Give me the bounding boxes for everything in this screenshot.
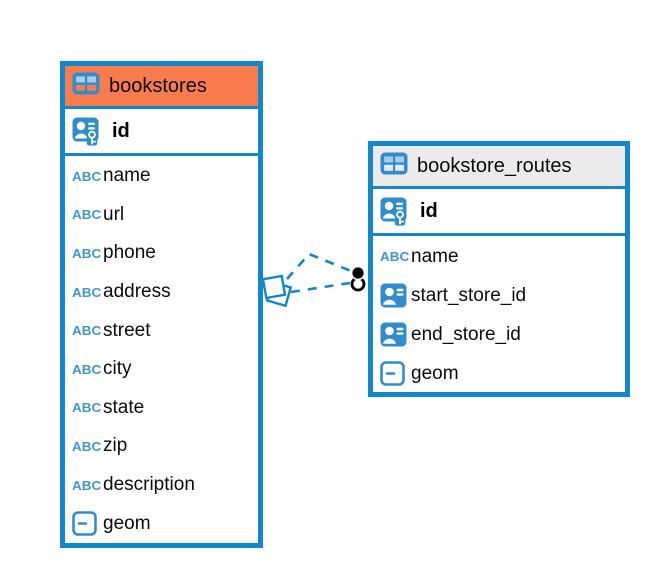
text-column-icon: ABC: [72, 400, 102, 415]
table-icon: [72, 72, 100, 100]
column-row-pk[interactable]: id: [65, 109, 258, 156]
geometry-column-icon: [72, 511, 103, 536]
text-column-icon: ABC: [72, 439, 102, 454]
column-row[interactable]: ABC state: [65, 389, 258, 428]
column-row[interactable]: geom: [65, 504, 258, 543]
primary-key-column-icon: [380, 197, 411, 226]
text-column-icon: ABC: [72, 246, 102, 261]
column-name: geom: [411, 362, 459, 384]
column-name: state: [103, 396, 145, 418]
column-name: phone: [103, 242, 156, 264]
column-name: end_store_id: [411, 323, 521, 345]
column-name: id: [420, 199, 438, 222]
column-row[interactable]: end_store_id: [373, 315, 625, 354]
column-row[interactable]: ABC name: [373, 237, 625, 276]
column-list: ABC name start_store_id: [373, 236, 625, 393]
column-name: address: [103, 281, 171, 303]
text-column-icon: ABC: [380, 249, 410, 264]
column-row[interactable]: ABC description: [65, 466, 258, 505]
table-title: bookstore_routes: [417, 154, 572, 177]
text-column-icon: ABC: [72, 323, 102, 338]
table-bookstore-routes[interactable]: bookstore_routes id ABC: [368, 141, 630, 397]
reference-column-icon: [380, 322, 411, 347]
column-row[interactable]: ABC city: [65, 350, 258, 389]
column-row[interactable]: ABC zip: [65, 427, 258, 466]
column-row[interactable]: start_store_id: [373, 276, 625, 315]
column-name: id: [112, 119, 130, 142]
column-list: ABC name ABC url ABC phone ABC address A…: [65, 156, 258, 543]
table-icon: [380, 152, 408, 180]
column-name: name: [103, 165, 151, 187]
text-column-icon: ABC: [72, 207, 102, 223]
relationship-lines[interactable]: [286, 252, 352, 294]
column-row[interactable]: ABC address: [65, 273, 258, 312]
text-column-icon: ABC: [72, 477, 102, 493]
column-name: geom: [103, 512, 151, 534]
column-name: city: [103, 358, 132, 380]
relationship-endpoint-dots[interactable]: [350, 265, 366, 292]
reference-column-icon: [380, 283, 411, 308]
geometry-column-icon: [380, 361, 411, 386]
column-name: street: [103, 319, 151, 341]
column-row[interactable]: ABC url: [65, 196, 258, 235]
text-column-icon: ABC: [72, 362, 102, 377]
column-row[interactable]: geom: [373, 354, 625, 393]
column-row[interactable]: ABC phone: [65, 234, 258, 273]
relationship-endpoint-squares[interactable]: [261, 274, 293, 308]
column-name: start_store_id: [411, 284, 527, 306]
column-row-pk[interactable]: id: [373, 189, 625, 236]
column-row[interactable]: ABC street: [65, 311, 258, 350]
text-column-icon: ABC: [72, 284, 102, 300]
column-name: description: [103, 474, 195, 496]
column-name: url: [103, 203, 125, 225]
primary-key-column-icon: [72, 117, 103, 146]
column-name: zip: [103, 435, 128, 457]
table-bookstores-header[interactable]: bookstores: [65, 66, 258, 109]
table-bookstores[interactable]: bookstores id ABC: [60, 61, 263, 548]
table-title: bookstores: [109, 74, 207, 97]
column-name: name: [411, 245, 459, 267]
table-bookstore-routes-header[interactable]: bookstore_routes: [373, 146, 625, 189]
text-column-icon: ABC: [72, 169, 102, 184]
column-row[interactable]: ABC name: [65, 157, 258, 196]
